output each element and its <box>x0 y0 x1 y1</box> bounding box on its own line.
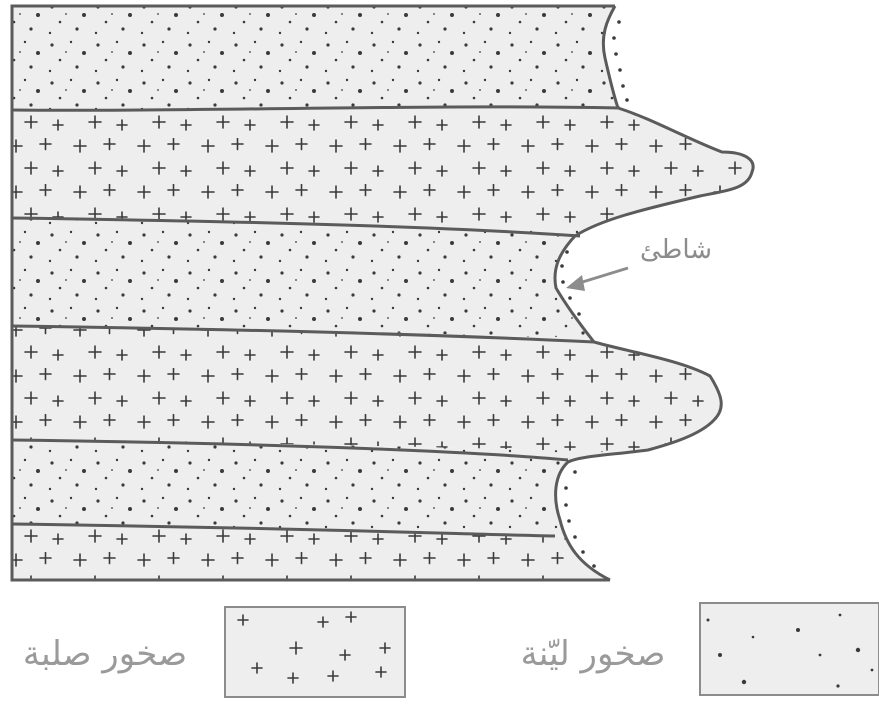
beach-label: شاطئ <box>640 235 712 265</box>
legend-soft-swatch <box>700 603 879 695</box>
legend-soft-label: صخور ليّنة <box>521 634 666 674</box>
legend-hard-label: صخور صلبة <box>23 634 187 674</box>
legend-hard-swatch <box>225 607 405 697</box>
